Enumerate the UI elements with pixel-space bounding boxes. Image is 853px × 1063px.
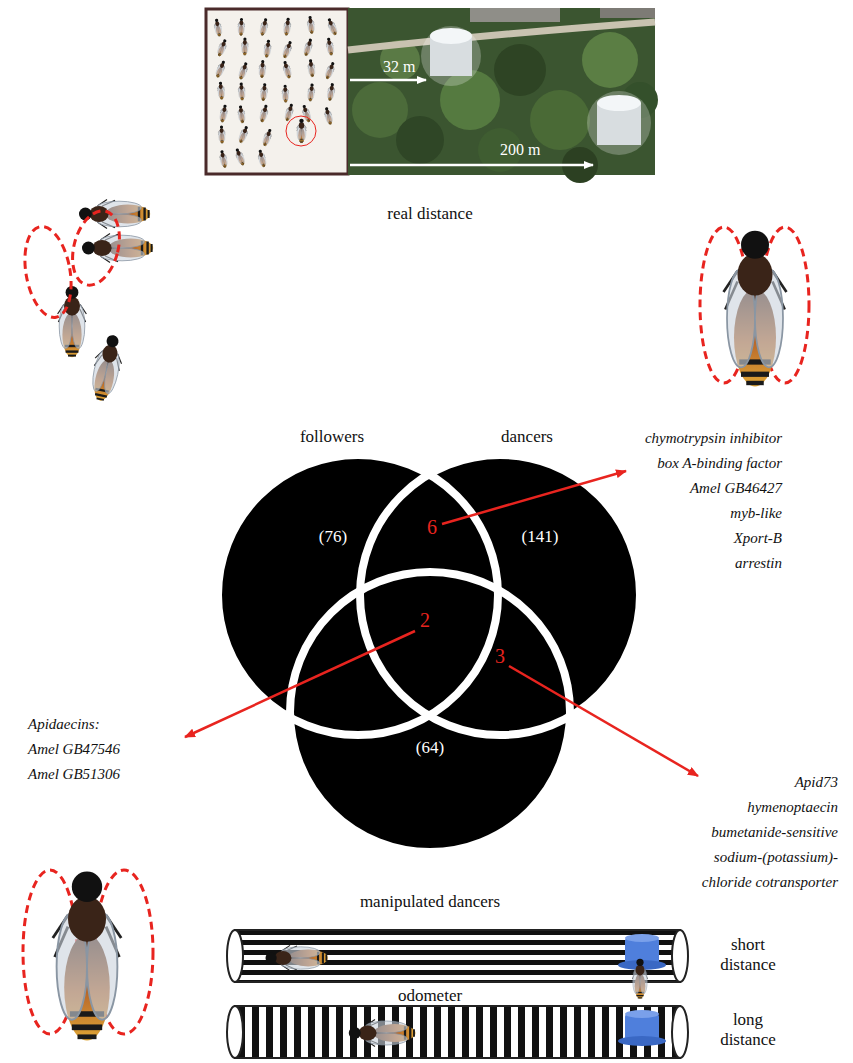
bee-icon: [216, 38, 229, 57]
bee-icon: [281, 60, 293, 79]
gene-name: Amel GB46427: [690, 476, 782, 501]
overlap-count: 3: [495, 644, 505, 668]
leader-arrow: [185, 631, 415, 737]
bee-icon: [281, 84, 289, 102]
condition-label: short distance: [708, 935, 788, 975]
bee-icon: [283, 17, 292, 36]
bee-icon: [325, 37, 335, 56]
distance-label: 32 m: [383, 56, 415, 78]
manipulated-dancer-bee: [23, 870, 153, 1041]
bee-icon: [218, 150, 229, 169]
bee-icon: [213, 18, 223, 37]
leader-arrow: [509, 666, 698, 776]
distance-label: 200 m: [500, 139, 540, 161]
gene-name: myb-like: [730, 501, 782, 526]
bee-icon: [307, 59, 316, 78]
set-count: (141): [522, 527, 559, 547]
bee-icon: [237, 105, 246, 124]
bee-icon: [323, 106, 334, 125]
set-name: dancers: [501, 426, 553, 448]
bee-icon: [217, 81, 226, 99]
bee-icon: [283, 103, 295, 122]
bee-icon: [326, 83, 336, 102]
bee-icon: [263, 39, 272, 58]
bee-icon: [307, 83, 316, 102]
bee-icon: [256, 149, 267, 168]
gene-name: Apid73: [795, 770, 838, 795]
panel-label: real distance: [387, 203, 472, 225]
highlight-circle: [286, 116, 316, 146]
follower-bees: [18, 200, 153, 404]
bee-icon: [237, 125, 250, 144]
bee-icon: [261, 128, 274, 147]
set-count: (76): [319, 527, 347, 547]
gene-name: Amel GB47546: [28, 737, 120, 762]
bee-icon: [297, 119, 307, 143]
gene-name: Amel GB51306: [28, 762, 120, 787]
dancer-bee: [700, 227, 809, 387]
venn-ring: [290, 572, 570, 852]
bee-icon: [281, 40, 294, 59]
set-count: (64): [416, 738, 444, 758]
satellite-image: [348, 8, 658, 183]
condition-label: long distance: [708, 1010, 788, 1050]
overlap-count: 6: [427, 515, 437, 539]
gene-name: bumetanide-sensitive sodium-(potassium)-…: [670, 820, 838, 895]
bee-icon: [237, 61, 250, 80]
bee-icon: [326, 17, 339, 36]
bee-icon: [258, 104, 269, 123]
overlap-count: 2: [420, 608, 430, 632]
gene-name: arrestin: [735, 551, 782, 576]
bee-icon: [219, 104, 229, 123]
bee-icon: [233, 147, 246, 166]
set-name: followers: [300, 426, 364, 448]
gene-name: Apidaecins:: [28, 712, 100, 737]
device-label: odometer: [398, 985, 462, 1007]
bee-icon: [324, 61, 337, 80]
bee-swarm: [213, 16, 339, 169]
set-name: manipulated dancers: [360, 891, 500, 913]
bee-icon: [260, 83, 269, 101]
bee-icon: [241, 37, 248, 55]
hive-frame: [206, 9, 348, 174]
gene-name: box A-binding factor: [657, 451, 782, 476]
leader-arrow: [442, 471, 626, 524]
bee-icon: [218, 125, 226, 143]
gene-name: chymotrypsin inhibitor: [645, 426, 782, 451]
bee-icon: [259, 17, 270, 36]
gene-name: Xport-B: [734, 526, 782, 551]
bee-icon: [302, 38, 314, 57]
long-tunnel: [227, 1006, 688, 1058]
bee-icon: [238, 82, 246, 100]
bee-icon: [214, 59, 227, 78]
bee-icon: [306, 16, 315, 34]
gene-name: hymenoptaecin: [747, 795, 838, 820]
bee-icon: [258, 60, 266, 78]
bee-icon: [237, 18, 245, 36]
